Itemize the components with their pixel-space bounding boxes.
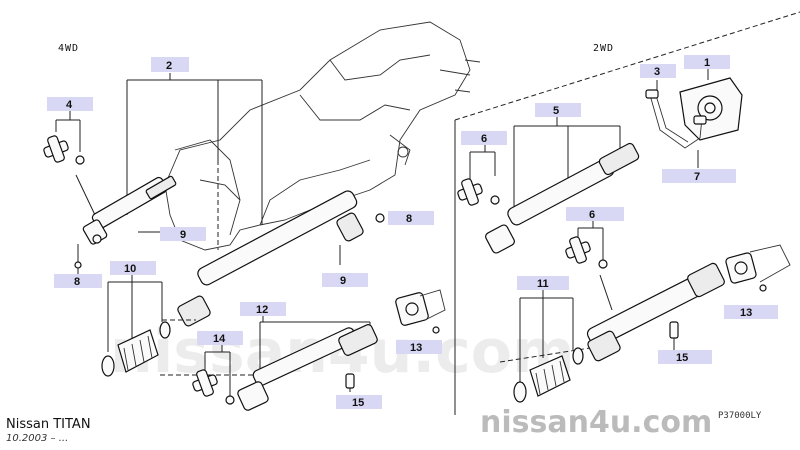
footer-date: 10.2003 – ... <box>6 433 68 444</box>
svg-text:1: 1 <box>704 57 710 69</box>
companion-flange-13-right <box>725 244 791 292</box>
callout-3[interactable]: 3 <box>640 64 676 78</box>
svg-text:8: 8 <box>74 276 80 288</box>
callout-1[interactable]: 1 <box>684 55 730 69</box>
svg-text:6: 6 <box>589 209 595 221</box>
callout-6a[interactable]: 6 <box>461 131 507 145</box>
svg-text:11: 11 <box>537 278 549 290</box>
front-propeller-shaft-4wd <box>82 175 177 245</box>
svg-text:10: 10 <box>124 263 136 275</box>
svg-text:13: 13 <box>410 342 422 354</box>
callout-14[interactable]: 14 <box>197 331 243 345</box>
callout-12[interactable]: 12 <box>240 302 286 316</box>
svg-text:8: 8 <box>406 213 412 225</box>
svg-text:2: 2 <box>166 60 172 72</box>
callout-5[interactable]: 5 <box>535 103 581 117</box>
companion-flange-13-left <box>395 289 446 334</box>
universal-joint-spider-14 <box>192 369 235 405</box>
center-bearing-1 <box>679 77 743 141</box>
callout-11-leader <box>519 290 574 382</box>
svg-text:14: 14 <box>213 333 226 345</box>
svg-text:6: 6 <box>481 133 487 145</box>
footer-watermark: nissan4u.com <box>480 405 712 440</box>
front-propeller-shaft-2wd <box>485 142 640 254</box>
bearing-bracket-3 <box>645 89 707 149</box>
svg-text:4: 4 <box>66 99 73 111</box>
callout-4-leader <box>55 111 81 152</box>
callout-10[interactable]: 10 <box>110 261 156 275</box>
section-label-2wd: 2WD <box>593 43 614 54</box>
callout-13a[interactable]: 13 <box>396 340 442 354</box>
callout-15b[interactable]: 15 <box>658 350 712 364</box>
callout-6a-leader <box>469 145 496 180</box>
bolt-15-left <box>345 373 355 389</box>
svg-text:9: 9 <box>180 229 186 241</box>
dust-boot-10 <box>101 321 171 377</box>
callout-10-leader <box>107 273 196 352</box>
bolt-15-right <box>669 321 679 339</box>
callout-15a[interactable]: 15 <box>336 395 382 409</box>
section-label-4wd: 4WD <box>58 43 79 54</box>
dust-boot-11 <box>513 347 584 403</box>
rear-propeller-shaft-12 <box>237 324 378 411</box>
universal-joint-spider-6b <box>565 236 608 269</box>
universal-joint-spider-4 <box>43 135 85 165</box>
watermark: nissan4u.com <box>110 317 574 387</box>
callout-2-leader <box>126 73 263 250</box>
universal-joint-spider-6a <box>457 178 500 206</box>
svg-text:3: 3 <box>654 66 660 78</box>
section-divider <box>454 11 800 121</box>
callout-6b[interactable]: 6 <box>566 207 624 221</box>
callout-13b[interactable]: 13 <box>724 305 778 319</box>
figure-code: P37000LY <box>718 411 762 421</box>
footer-model: Nissan TITAN <box>6 417 91 432</box>
callout-9a[interactable]: 9 <box>160 227 206 241</box>
callout-9b[interactable]: 9 <box>322 273 368 287</box>
svg-text:15: 15 <box>676 352 688 364</box>
svg-text:5: 5 <box>553 105 559 117</box>
callout-8b[interactable]: 8 <box>388 211 434 225</box>
rear-propeller-shaft-2wd <box>586 262 725 362</box>
callout-7[interactable]: 7 <box>662 169 736 183</box>
svg-text:13: 13 <box>740 307 752 319</box>
svg-text:12: 12 <box>256 304 268 316</box>
callout-4[interactable]: 4 <box>47 97 93 111</box>
callout-14-leader <box>204 345 231 396</box>
svg-text:9: 9 <box>340 275 346 287</box>
rear-propeller-shaft-4wd <box>177 190 385 327</box>
watermark-background-text: nissan4u.com <box>110 317 574 387</box>
callout-8a[interactable]: 8 <box>54 274 102 288</box>
svg-text:7: 7 <box>694 171 700 183</box>
callout-11[interactable]: 11 <box>517 276 569 290</box>
callout-2[interactable]: 2 <box>151 57 189 72</box>
svg-text:15: 15 <box>352 397 364 409</box>
